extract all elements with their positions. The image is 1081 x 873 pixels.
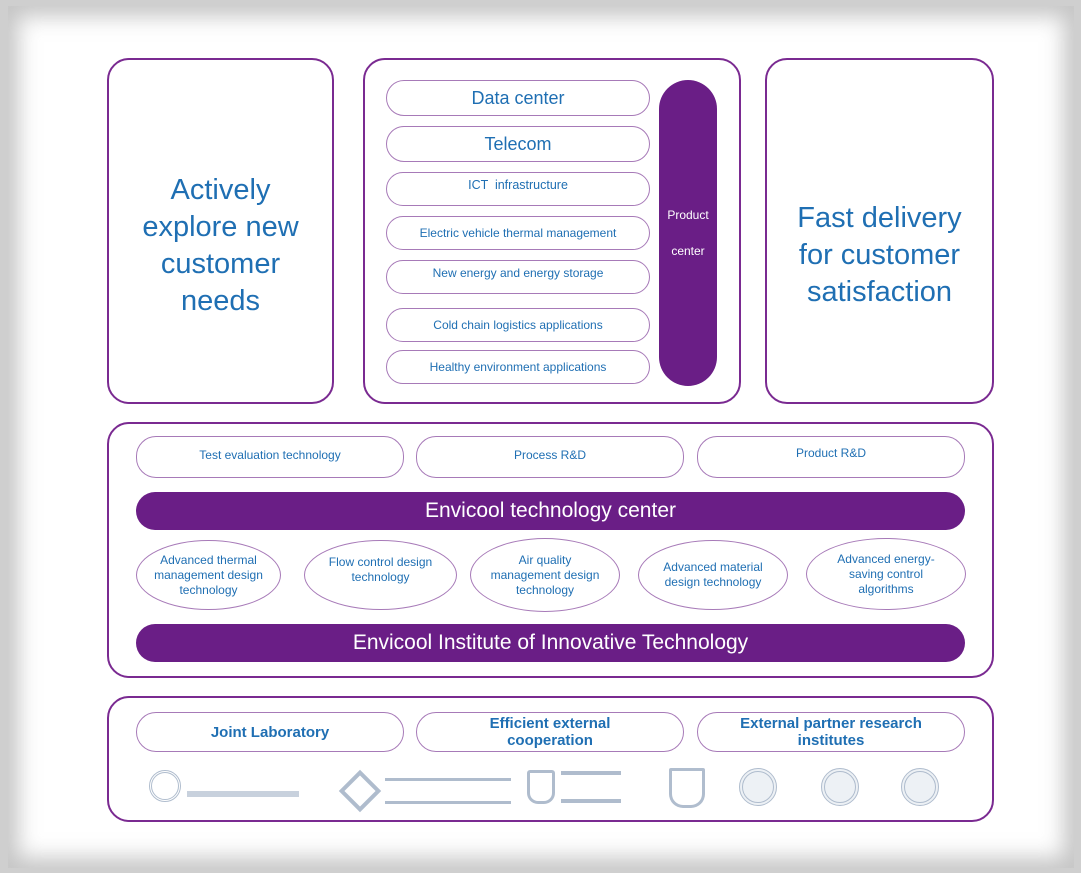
tech-label: Advanced energy-saving control algorithm… bbox=[837, 551, 935, 596]
application-label: Electric vehicle thermal management bbox=[419, 226, 617, 240]
tech-label: Advanced thermal management design techn… bbox=[154, 552, 263, 597]
customer-needs-panel: Actively explore new customer needs bbox=[107, 58, 334, 404]
tech-air-quality: Air quality management design technology bbox=[470, 538, 620, 612]
application-data-center: Data center bbox=[386, 80, 650, 116]
pill-product-rd: Product R&D bbox=[697, 436, 965, 478]
shield-crest-icon bbox=[527, 770, 555, 804]
product-center-bar: Product center bbox=[659, 80, 717, 386]
application-new-energy: New energy and energy storage bbox=[386, 260, 650, 294]
pill-test-evaluation: Test evaluation technology bbox=[136, 436, 404, 478]
application-ev-thermal: Electric vehicle thermal management bbox=[386, 216, 650, 250]
external-cooperation-panel: Joint Laboratory Efficient external coop… bbox=[107, 696, 994, 822]
seal-logo-2 bbox=[821, 768, 859, 806]
technology-center-bar: Envicool technology center bbox=[136, 492, 965, 530]
application-telecom: Telecom bbox=[386, 126, 650, 162]
university-seal-icon bbox=[149, 770, 181, 802]
institute-label: Envicool Institute of Innovative Technol… bbox=[352, 631, 749, 654]
tech-label: Air quality management design technology bbox=[490, 552, 600, 597]
tech-label: Advanced material design technology bbox=[663, 560, 763, 589]
seal-logo-1 bbox=[739, 768, 777, 806]
logo-wordmark bbox=[385, 778, 511, 804]
shield-crest-icon bbox=[669, 768, 705, 808]
technology-center-panel: Test evaluation technology Process R&D P… bbox=[107, 422, 994, 678]
tech-flow-control: Flow control design technology bbox=[304, 540, 457, 610]
tech-energy-saving: Advanced energy-saving control algorithm… bbox=[806, 538, 966, 610]
university-seal-icon bbox=[821, 768, 859, 806]
pill-label: External partner research institutes bbox=[740, 715, 922, 749]
customer-needs-text: Actively explore new customer needs bbox=[142, 174, 299, 317]
pill-label: Process R&D bbox=[513, 448, 587, 462]
application-label: Cold chain logistics applications bbox=[433, 318, 603, 332]
xjtu-logo bbox=[149, 770, 299, 802]
polyu-logo bbox=[338, 769, 511, 813]
application-label: ICT infrastructure bbox=[468, 178, 568, 192]
application-label: Telecom bbox=[484, 133, 552, 154]
technology-center-label: Envicool technology center bbox=[425, 499, 676, 522]
crest-logo bbox=[669, 768, 705, 808]
university-seal-icon bbox=[901, 768, 939, 806]
logo-wordmark bbox=[187, 775, 299, 797]
diagram-canvas: Actively explore new customer needs Data… bbox=[8, 6, 1074, 868]
pill-label: Joint Laboratory bbox=[210, 723, 330, 741]
pill-label: Product R&D bbox=[795, 446, 867, 460]
tech-thermal-management: Advanced thermal management design techn… bbox=[136, 540, 281, 610]
product-center-label: Product center bbox=[667, 208, 709, 258]
pill-efficient-cooperation: Efficient external cooperation bbox=[416, 712, 684, 752]
pill-label: Efficient external cooperation bbox=[489, 715, 611, 749]
pill-label: Test evaluation technology bbox=[199, 448, 341, 462]
application-healthy-env: Healthy environment applications bbox=[386, 350, 650, 384]
product-center-panel: Data center Telecom ICT infrastructure E… bbox=[363, 58, 741, 404]
application-label: Healthy environment applications bbox=[429, 360, 607, 374]
customer-satisfaction-panel: Fast delivery for customer satisfaction bbox=[765, 58, 994, 404]
diamond-knot-icon bbox=[338, 769, 382, 813]
application-cold-chain: Cold chain logistics applications bbox=[386, 308, 650, 342]
pill-partner-institutes: External partner research institutes bbox=[697, 712, 965, 752]
pill-process-rd: Process R&D bbox=[416, 436, 684, 478]
application-label: Data center bbox=[471, 87, 565, 108]
tech-label: Flow control design technology bbox=[328, 555, 433, 584]
university-seal-icon bbox=[739, 768, 777, 806]
pill-joint-laboratory: Joint Laboratory bbox=[136, 712, 404, 752]
customer-satisfaction-text: Fast delivery for customer satisfaction bbox=[797, 202, 962, 308]
application-label: New energy and energy storage bbox=[432, 266, 604, 280]
seal-logo-3 bbox=[901, 768, 939, 806]
tech-material-design: Advanced material design technology bbox=[638, 540, 788, 610]
application-ict: ICT infrastructure bbox=[386, 172, 650, 206]
logo-wordmark bbox=[561, 771, 621, 803]
hkust-logo bbox=[527, 770, 621, 804]
institute-bar: Envicool Institute of Innovative Technol… bbox=[136, 624, 965, 662]
